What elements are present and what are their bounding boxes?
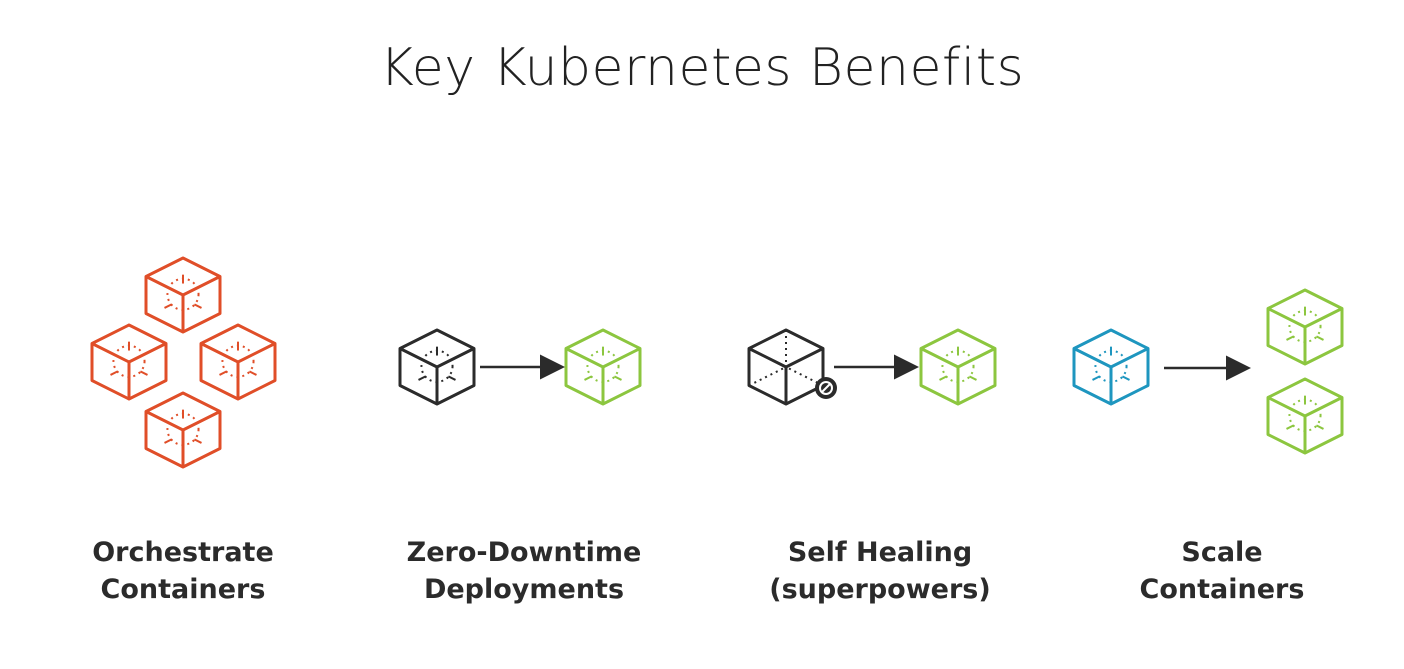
benefit-orchestrate-line1: Orchestrate <box>92 537 274 568</box>
benefit-self-healing-line1: Self Healing <box>787 537 973 568</box>
orange-container-icon-top <box>144 256 222 334</box>
benefit-zero-downtime: Zero-Downtime Deployments <box>364 534 684 608</box>
benefit-zero-downtime-line1: Zero-Downtime <box>406 537 642 568</box>
failure-badge-icon <box>815 377 837 399</box>
source-container-icon <box>1072 328 1150 406</box>
orange-container-icon-bottom <box>144 391 222 469</box>
benefit-zero-downtime-line2: Deployments <box>423 574 625 605</box>
benefit-self-healing: Self Healing (superpowers) <box>720 534 1040 608</box>
benefit-scale-line1: Scale <box>1181 537 1263 568</box>
benefit-self-healing-line2: (superpowers) <box>769 574 991 605</box>
benefit-scale-line2: Containers <box>1139 574 1305 605</box>
orange-container-icon-right <box>199 323 277 401</box>
scaled-container-icon-top <box>1266 288 1344 366</box>
old-container-icon <box>398 328 476 406</box>
failed-container-icon <box>747 328 825 406</box>
benefit-scale: Scale Containers <box>1062 534 1382 608</box>
scaled-container-icon-bottom <box>1266 377 1344 455</box>
new-container-icon <box>564 328 642 406</box>
healed-container-icon <box>919 328 997 406</box>
benefit-orchestrate: Orchestrate Containers <box>23 534 343 608</box>
benefit-orchestrate-line2: Containers <box>100 574 266 605</box>
slide-title: Key Kubernetes Benefits <box>379 38 1025 98</box>
orange-container-icon-left <box>90 323 168 401</box>
